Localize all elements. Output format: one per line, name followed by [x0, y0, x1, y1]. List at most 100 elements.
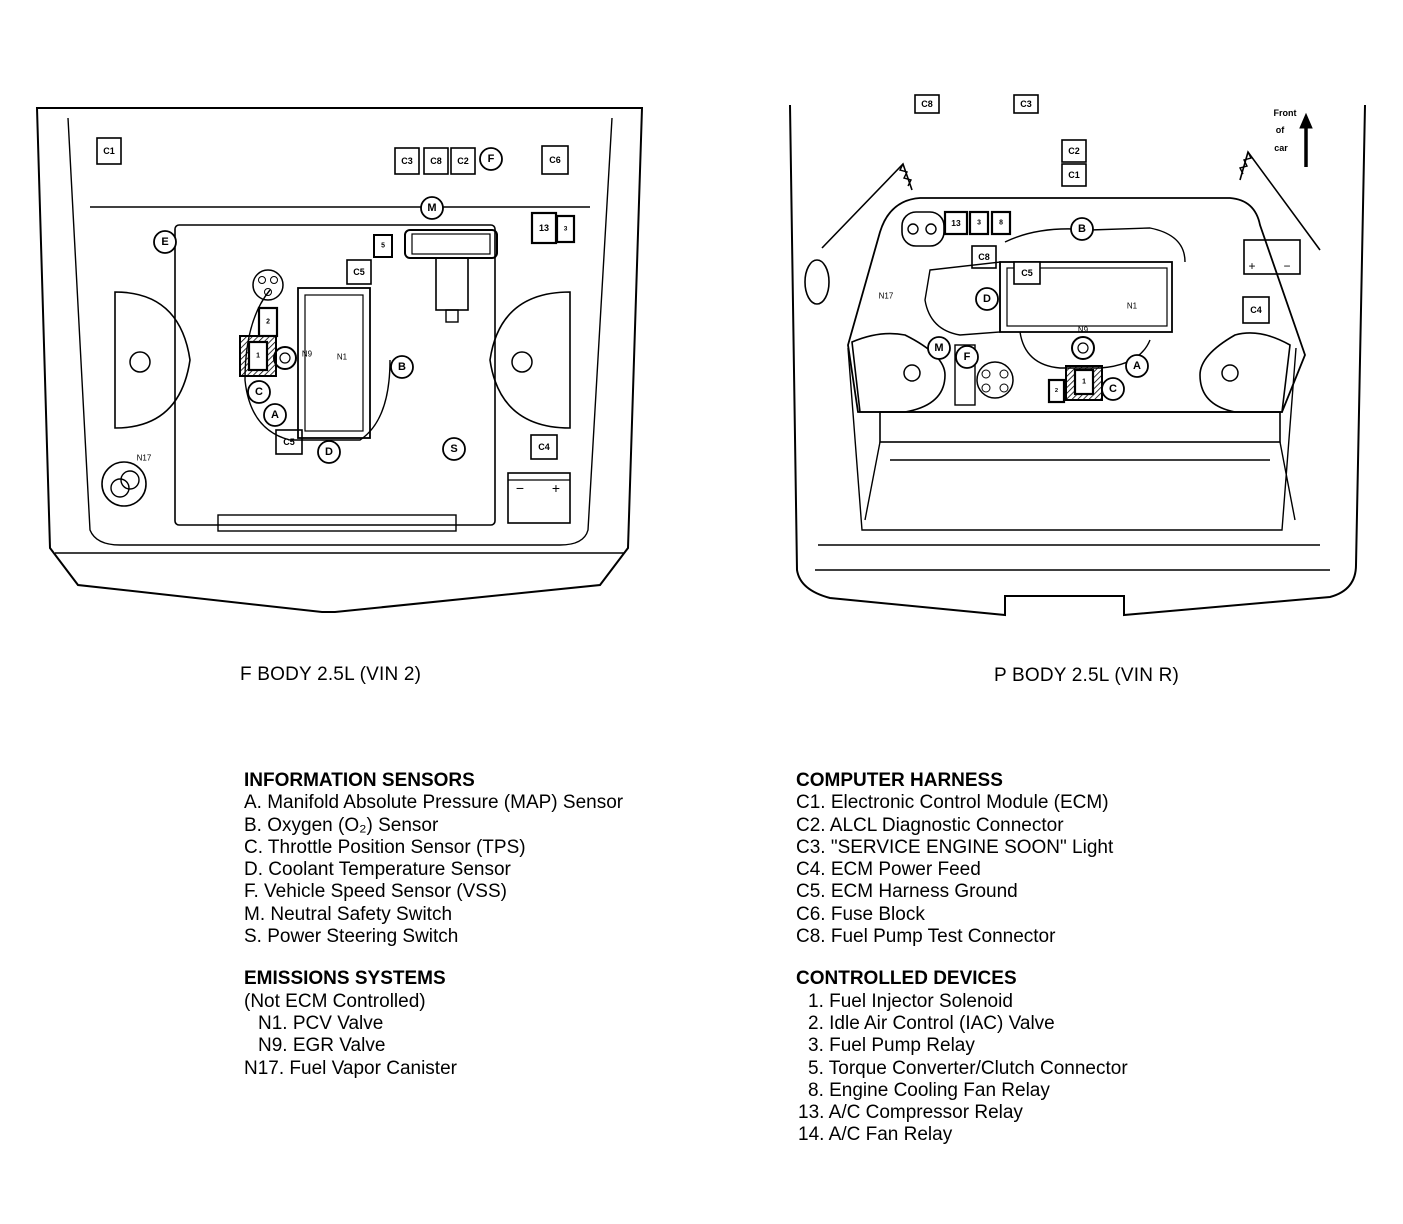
- p-circle-c: [1101, 377, 1125, 401]
- f-body-left-strut: [129, 351, 151, 373]
- f-body-master-cylinder: [435, 257, 469, 311]
- p-box-label-4: 13: [951, 218, 961, 228]
- p-body-inner-outline: [847, 347, 1297, 531]
- emissions-subtitle: (Not ECM Controlled): [244, 990, 426, 1012]
- f-circle-c: [247, 380, 271, 404]
- device-item-5: 5. Torque Converter/Clutch Connector: [808, 1057, 1128, 1079]
- p-circle-m: [927, 336, 951, 360]
- device-item-14: 14. A/C Fan Relay: [798, 1124, 953, 1146]
- harness-item-c2: C2. ALCL Diagnostic Connector: [796, 814, 1064, 836]
- p-circle-label-4: A: [1133, 360, 1141, 372]
- f-box-label-12: C4: [538, 442, 550, 452]
- p-box-3: [968, 210, 990, 236]
- p-body-caption: P BODY 2.5L (VIN R): [994, 665, 1180, 686]
- f-box-label-8: C5: [353, 267, 365, 277]
- f-circle-e: [153, 230, 177, 254]
- p-circle-label-2: M: [934, 342, 943, 354]
- sensor-item-m: M. Neutral Safety Switch: [244, 903, 453, 925]
- p-body-radiator-support: [879, 411, 1281, 443]
- sensor-item-c: C. Throttle Position Sensor (TPS): [244, 836, 526, 858]
- devices-title: CONTROLLED DEVICES: [796, 968, 1017, 990]
- p-circle-b: [1070, 217, 1094, 241]
- device-item-8: 8. Engine Cooling Fan Relay: [808, 1079, 1050, 1101]
- f-box-2: [257, 306, 279, 338]
- sensor-item-s: S. Power Steering Switch: [244, 926, 459, 948]
- f-circle-label-5: A: [271, 409, 279, 421]
- harness-item-c1: C1. Electronic Control Module (ECM): [796, 792, 1109, 814]
- f-box-1: [247, 340, 269, 372]
- p-box-label-8: C5: [1021, 268, 1033, 278]
- f-circle-label-2: E: [161, 236, 168, 248]
- p-label-n17: N17: [879, 292, 894, 301]
- emissions-item-n1: N1. PCV Valve: [258, 1012, 384, 1034]
- harness-item-c8: C8. Fuel Pump Test Connector: [796, 926, 1056, 948]
- f-body-egr-valve: [273, 346, 297, 370]
- p-box-label-10: 2: [1055, 388, 1058, 394]
- f-circle-f: [479, 147, 503, 171]
- f-body-outline: [35, 107, 644, 613]
- f-box-label-10: 1: [256, 353, 260, 360]
- p-body-intake: [924, 261, 1001, 336]
- sensor-item-d: D. Coolant Temperature Sensor: [244, 859, 511, 881]
- f-box-c4: [530, 434, 558, 460]
- p-box-label-3: C1: [1068, 170, 1080, 180]
- f-body-radiator: [217, 514, 457, 532]
- f-label-n9: N9: [302, 350, 313, 359]
- front-of-car-text-1: Front: [1274, 108, 1297, 118]
- p-label-n1: N1: [1127, 302, 1138, 311]
- p-circle-label-1: D: [983, 293, 991, 305]
- f-box-5: [373, 234, 393, 258]
- f-body-right-strut: [511, 351, 533, 373]
- f-circle-label-7: S: [450, 443, 457, 455]
- f-box-label-7: 5: [381, 243, 385, 250]
- f-circle-label-4: C: [255, 386, 263, 398]
- legend-right: COMPUTER HARNESS C1. Electronic Control …: [796, 770, 1128, 1147]
- p-circle-f: [955, 345, 979, 369]
- p-box-label-5: 3: [977, 220, 981, 227]
- emissions-title: EMISSIONS SYSTEMS: [244, 968, 446, 990]
- f-box-label-1: C3: [401, 156, 413, 166]
- f-body-distributor: [252, 269, 284, 301]
- p-body-canister: [804, 259, 830, 305]
- device-item-1: 1. Fuel Injector Solenoid: [808, 990, 1013, 1012]
- f-box-c3: [394, 147, 420, 175]
- p-body-left-fender: [821, 162, 913, 249]
- f-body-air-cleaner-inner: [304, 294, 364, 432]
- p-box-label-7: C8: [978, 252, 990, 262]
- p-box-c4: [1242, 296, 1270, 324]
- p-box-c8-top: [914, 94, 940, 114]
- f-label-n17: N17: [137, 454, 152, 463]
- p-box-c8: [971, 245, 997, 269]
- emissions-item-n17: N17. Fuel Vapor Canister: [244, 1057, 457, 1079]
- f-box-c2: [450, 147, 476, 175]
- p-body-diagram: [789, 104, 1366, 617]
- device-item-13: 13. A/C Compressor Relay: [798, 1102, 1023, 1124]
- f-box-label-9: 2: [266, 319, 270, 326]
- device-item-3: 3. Fuel Pump Relay: [808, 1035, 975, 1057]
- info-sensors-title: INFORMATION SENSORS: [244, 770, 475, 791]
- f-body-intake: [244, 289, 391, 441]
- f-box-c6: [541, 145, 569, 175]
- p-box-label-1: C3: [1020, 99, 1032, 109]
- f-body-canister: [101, 461, 147, 507]
- p-box-8: [990, 210, 1012, 236]
- p-box-label-0: C8: [921, 99, 933, 109]
- f-box-label-0: C1: [103, 146, 115, 156]
- sensor-item-a: A. Manifold Absolute Pressure (MAP) Sens…: [244, 792, 624, 814]
- p-circle-d: [975, 287, 999, 311]
- f-circle-label-1: M: [427, 202, 436, 214]
- harness-title: COMPUTER HARNESS: [796, 770, 1003, 791]
- f-circle-m: [420, 196, 444, 220]
- f-body-air-cleaner: [297, 287, 371, 439]
- f-label-n1: N1: [337, 353, 348, 362]
- p-box-c5: [1013, 261, 1041, 285]
- sensor-item-b: B. Oxygen (O₂) Sensor: [244, 814, 439, 836]
- f-box-label-6: 3: [564, 226, 568, 233]
- p-label-n9: N9: [1078, 326, 1089, 335]
- p-circle-label-3: F: [964, 351, 971, 363]
- f-body-inner-outline: [67, 117, 613, 546]
- f-body-battery: [507, 472, 571, 524]
- f-circle-d: [317, 440, 341, 464]
- p-body-right-wheel-well: [1199, 332, 1291, 413]
- p-box-label-2: C2: [1068, 146, 1080, 156]
